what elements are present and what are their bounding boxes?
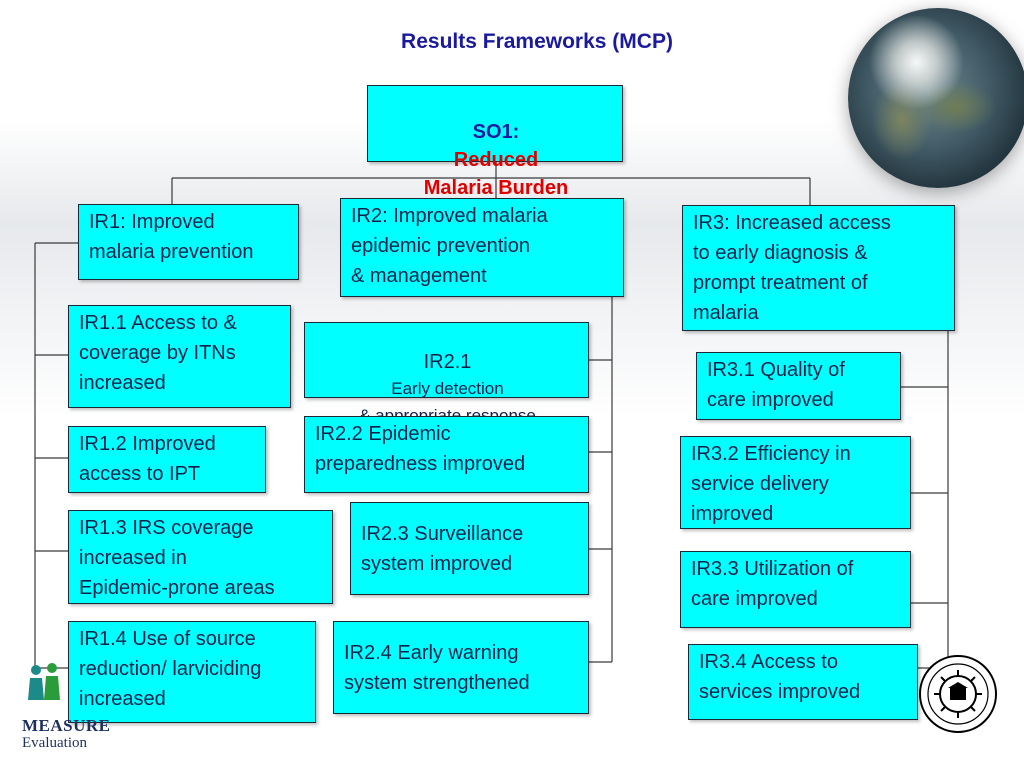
ir1-box: IR1: Improved malaria prevention <box>78 204 299 280</box>
ir2-box: IR2: Improved malaria epidemic preventio… <box>340 198 624 297</box>
ir2-1-box: IR2.1 Early detection & appropriate resp… <box>304 322 589 452</box>
ir3-4-box: IR3.4 Access to services improved <box>688 644 918 720</box>
page-title: Results Frameworks (MCP) <box>401 30 673 53</box>
ir3-3-box: IR3.3 Utilization of care improved <box>680 551 911 628</box>
ir1-4-box: IR1.4 Use of source reduction/ larvicidi… <box>68 621 316 723</box>
ir2-2-box: IR2.2 Epidemic preparedness improved <box>304 416 589 493</box>
ir1-3-box: IR1.3 IRS coverage increased in Epidemic… <box>68 510 333 604</box>
ir3-box: IR3: Increased access to early diagnosis… <box>682 205 955 331</box>
so1-box: SO1: Reduced Malaria Burden <box>367 85 623 199</box>
ir3-1-box: IR3.1 Quality of care improved <box>696 352 901 420</box>
ir2-1-prefix: IR2.1 <box>423 351 472 373</box>
university-seal-icon <box>919 655 997 733</box>
ir3-2-box: IR3.2 Efficiency in service delivery imp… <box>680 436 911 529</box>
ir1-2-box: IR1.2 Improved access to IPT <box>68 426 266 493</box>
measure-logo-icon <box>28 663 60 700</box>
ir2-3-box: IR2.3 Surveillance system improved <box>350 502 589 595</box>
logo-subtitle: Evaluation <box>22 735 87 751</box>
so1-text: Reduced Malaria Burden <box>423 149 569 199</box>
ir2-4-box: IR2.4 Early warning system strengthened <box>333 621 589 714</box>
logo-name: MEASURE <box>22 716 111 735</box>
so1-prefix: SO1: <box>472 121 520 143</box>
ir1-1-box: IR1.1 Access to & coverage by ITNs incre… <box>68 305 291 408</box>
globe-image <box>848 8 1024 188</box>
